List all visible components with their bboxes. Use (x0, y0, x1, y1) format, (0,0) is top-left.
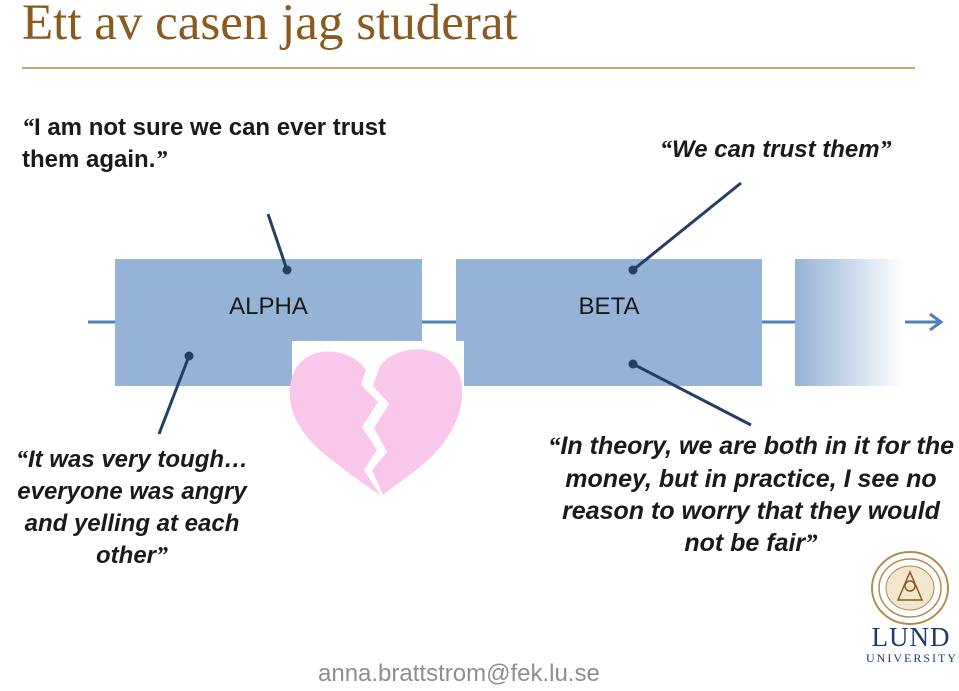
contact-email: anna.brattstrom@fek.lu.se (318, 660, 600, 687)
quote-beta-above: “We can trust them” (660, 134, 920, 166)
open-quote-mark: “ (15, 447, 28, 473)
broken-heart-backdrop (292, 341, 464, 491)
quote-beta-below: “In theory, we are both in it for the mo… (543, 430, 959, 560)
close-quote-mark: ” (156, 543, 168, 569)
slide-title: Ett av casen jag studerat (22, 0, 518, 51)
stage-fade-box (795, 259, 905, 386)
university-seal-icon (871, 551, 949, 625)
open-quote-mark: “ (22, 115, 34, 141)
close-quote-mark: ” (879, 137, 892, 163)
wordmark-lund: LUND (871, 622, 951, 652)
close-quote-mark: ” (155, 147, 168, 173)
quote-text: In theory, we are both in it for the mon… (560, 432, 955, 557)
timeline-arrow-icon (900, 312, 944, 332)
stage-beta-label: BETA (578, 293, 640, 320)
wordmark-university: UNIVERSITY (866, 651, 958, 665)
open-quote-mark: “ (547, 433, 561, 460)
close-quote-mark: ” (805, 530, 818, 557)
stage-alpha-label: ALPHA (229, 293, 308, 320)
title-divider (22, 67, 915, 69)
university-wordmark: LUND UNIVERSITY (866, 622, 958, 665)
quote-text: I am not sure we can ever trust them aga… (22, 114, 387, 173)
quote-alpha-above: “I am not sure we can ever trust them ag… (22, 112, 442, 176)
quote-alpha-below: “It was very tough… everyone was angry a… (0, 444, 264, 572)
stage-beta-box: BETA (456, 259, 762, 386)
open-quote-mark: “ (660, 137, 672, 163)
quote-text: It was very tough… everyone was angry an… (17, 446, 249, 569)
quote-text: We can trust them (672, 136, 880, 163)
